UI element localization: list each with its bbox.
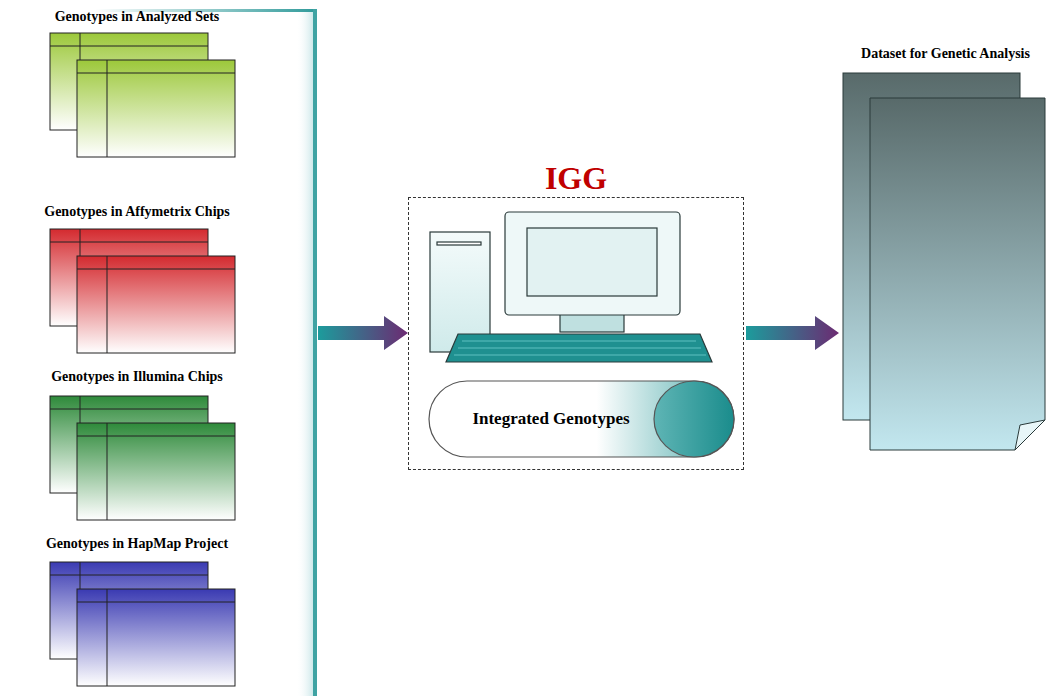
table-icon	[50, 396, 235, 520]
panel-shadow	[296, 12, 313, 696]
igg-node: Integrated Genotypes IGG	[408, 160, 744, 470]
doc-node: Dataset for Genetic Analysis	[843, 45, 1048, 450]
panel-label: Genotypes in Analyzed Sets	[55, 8, 220, 26]
panel-label: Genotypes in HapMap Project	[46, 535, 228, 553]
panel-side-line	[313, 9, 317, 696]
cyl-node: Integrated Genotypes	[428, 380, 735, 458]
table-icon	[50, 229, 235, 353]
table-icon	[50, 33, 235, 157]
store-label: Integrated Genotypes	[472, 408, 629, 430]
computer-icon	[430, 212, 712, 362]
table-icon	[50, 562, 235, 686]
source-node: Genotypes in Affymetrix Chips	[37, 203, 237, 354]
source-node: Genotypes in HapMap Project	[37, 535, 237, 687]
document-icon	[843, 73, 1045, 450]
input-arrow	[318, 316, 408, 350]
flow-arrow	[746, 316, 839, 350]
source-node: Genotypes in Analyzed Sets	[37, 8, 237, 158]
panel-label: Genotypes in Affymetrix Chips	[44, 203, 230, 221]
source-node: Genotypes in Illumina Chips	[37, 368, 237, 521]
dashed-border	[408, 197, 744, 470]
panel-label: Genotypes in Illumina Chips	[51, 368, 223, 386]
panel-label: Dataset for Genetic Analysis	[861, 45, 1030, 63]
system-title: IGG	[545, 160, 607, 196]
